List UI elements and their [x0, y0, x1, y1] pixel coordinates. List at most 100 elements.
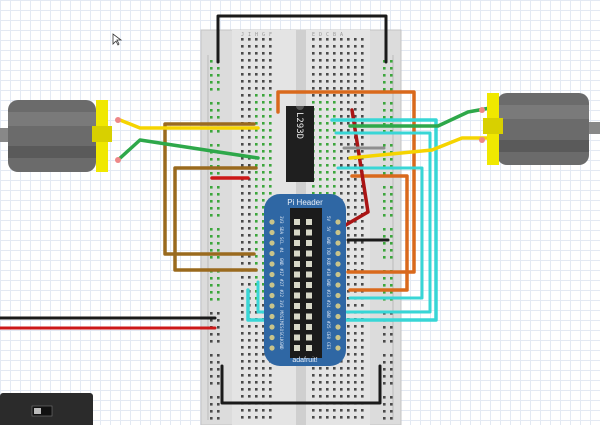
breadboard-hole [255, 311, 258, 314]
breadboard-hole [248, 94, 251, 97]
breadboard-hole [312, 80, 315, 83]
breadboard-hole [333, 164, 336, 167]
breadboard-hole [262, 178, 265, 181]
pi-header-pin-label: CE1 [326, 342, 331, 350]
pi-header-pin-label: GND [326, 311, 331, 319]
breadboard-hole [333, 157, 336, 160]
breadboard-hole [210, 284, 213, 287]
breadboard-hole [390, 326, 393, 329]
breadboard-hole [347, 80, 350, 83]
breadboard-hole [347, 353, 350, 356]
breadboard-hole [255, 325, 258, 328]
breadboard-hole [241, 164, 244, 167]
breadboard-hole [210, 228, 213, 231]
wire-black-top [216, 14, 388, 64]
breadboard-hole [262, 129, 265, 132]
breadboard-hole [210, 81, 213, 84]
pi-header-pin [294, 303, 300, 309]
breadboard-hole [354, 73, 357, 76]
breadboard-hole [262, 136, 265, 139]
breadboard-hole [241, 185, 244, 188]
breadboard-hole [319, 395, 322, 398]
breadboard-hole [319, 409, 322, 412]
breadboard-hole [390, 116, 393, 119]
breadboard-hole [361, 66, 364, 69]
breadboard-hole [347, 325, 350, 328]
pi-header-pin-label: #4 [279, 248, 284, 254]
breadboard-hole [312, 94, 315, 97]
breadboard-hole [241, 339, 244, 342]
breadboard-hole [347, 255, 350, 258]
breadboard-hole [241, 332, 244, 335]
breadboard-hole [217, 368, 220, 371]
breadboard-hole [248, 199, 251, 202]
pi-header-pin-label: #23 [326, 290, 331, 298]
breadboard-hole [319, 136, 322, 139]
pi-header-pad [335, 250, 341, 257]
breadboard-hole [347, 45, 350, 48]
breadboard-hole [262, 262, 265, 265]
breadboard-hole [217, 186, 220, 189]
breadboard-hole [347, 213, 350, 216]
breadboard-hole [361, 395, 364, 398]
breadboard-hole [326, 115, 329, 118]
breadboard-hole [361, 304, 364, 307]
breadboard-hole [333, 73, 336, 76]
breadboard-hole [390, 88, 393, 91]
pi-header-pin [294, 240, 300, 246]
breadboard-hole [390, 60, 393, 63]
breadboard-hole [319, 66, 322, 69]
breadboard-hole [269, 59, 272, 62]
breadboard-hole [361, 388, 364, 391]
breadboard-hole [347, 381, 350, 384]
breadboard-hole [217, 298, 220, 301]
breadboard-hole [347, 276, 350, 279]
pi-header-board[interactable]: Pi Header 3V3SDASCL#4GND#17#27#223V3MOSI… [264, 194, 346, 366]
breadboard-hole [210, 256, 213, 259]
breadboard-hole [210, 368, 213, 371]
breadboard-hole [255, 409, 258, 412]
breadboard-hole [210, 417, 213, 420]
pi-header-pin-label: SDA [279, 227, 284, 235]
breadboard-hole [241, 171, 244, 174]
l293d-chip[interactable]: L293D [286, 106, 314, 182]
breadboard-hole [354, 388, 357, 391]
battery-switch-icon[interactable] [0, 393, 93, 425]
breadboard-hole [361, 192, 364, 195]
wire-brown-1 [163, 122, 256, 256]
breadboard-hole [255, 248, 258, 251]
breadboard-hole [347, 388, 350, 391]
breadboard-hole [383, 368, 386, 371]
breadboard-hole [354, 87, 357, 90]
breadboard-hole [262, 66, 265, 69]
breadboard-hole [241, 304, 244, 307]
breadboard-hole [340, 381, 343, 384]
breadboard-column-letter: A [340, 32, 343, 38]
breadboard-hole [269, 129, 272, 132]
breadboard-hole [312, 73, 315, 76]
breadboard-hole [333, 395, 336, 398]
breadboard-hole [248, 115, 251, 118]
breadboard-hole [333, 136, 336, 139]
breadboard-hole [390, 361, 393, 364]
dc-motor-right[interactable] [479, 93, 600, 165]
pi-header-pad [269, 313, 275, 320]
breadboard-hole [354, 59, 357, 62]
breadboard-hole [347, 38, 350, 41]
breadboard-hole [312, 101, 315, 104]
breadboard-hole [340, 395, 343, 398]
breadboard-hole [390, 242, 393, 245]
breadboard-hole [347, 367, 350, 370]
breadboard-hole [361, 276, 364, 279]
pi-header-pin [294, 324, 300, 330]
breadboard-hole [248, 150, 251, 153]
dc-motor-left[interactable] [0, 100, 121, 172]
pi-header-pad [269, 324, 275, 330]
breadboard-hole [255, 262, 258, 265]
breadboard-hole [312, 66, 315, 69]
breadboard-hole [248, 339, 251, 342]
breadboard-hole [269, 178, 272, 181]
breadboard-hole [354, 178, 357, 181]
